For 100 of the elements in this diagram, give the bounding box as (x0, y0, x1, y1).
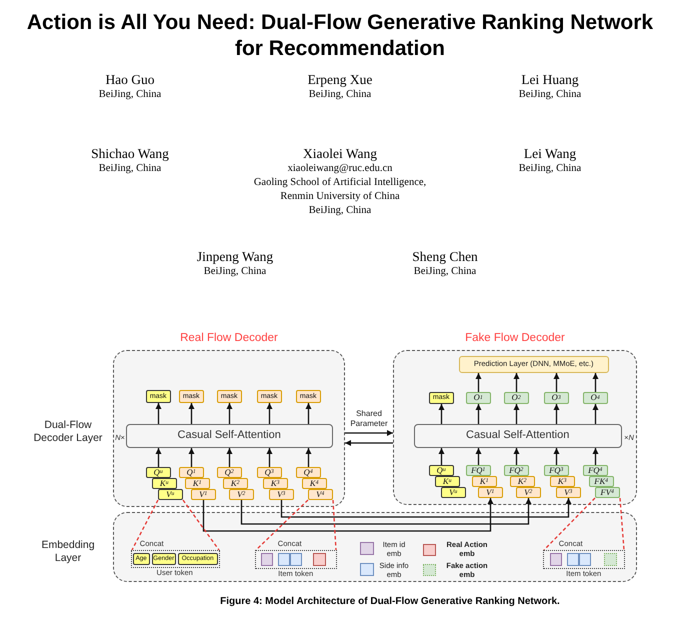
embedding-icon (290, 552, 302, 566)
arrow (592, 373, 598, 392)
arrow (592, 404, 598, 424)
key-token: FK$^{4}$ (588, 476, 614, 487)
region-title: Real Flow Decoder (180, 332, 278, 345)
arrow (240, 498, 532, 525)
output-token: O$^{2}$ (504, 392, 529, 404)
query-token: FQ$^{1}$ (466, 464, 491, 476)
query-token: FQ$^{3}$ (544, 464, 569, 476)
layer-label: Dual-Flow Decoder Layer (32, 419, 104, 444)
author-name: Shichao Wang (91, 145, 169, 162)
output-token: O$^{3}$ (544, 392, 569, 404)
author-name: Xiaolei Wang (302, 145, 378, 162)
key-token: K$^{2}$ (222, 478, 248, 489)
arrow (188, 448, 194, 467)
value-token: V$^{4}$ (308, 488, 333, 500)
value-token: V$^{2}$ (516, 486, 541, 498)
arrow (438, 448, 444, 465)
author-name: Sheng Chen (412, 248, 478, 265)
key-token: K$^{2}$ (510, 476, 535, 487)
arrow (266, 403, 272, 424)
author-location: BeiJing, China (414, 265, 476, 279)
arrow (156, 403, 162, 424)
query-token: Q$^{4}$ (296, 466, 321, 478)
arrow (514, 373, 520, 392)
arrow (345, 440, 393, 446)
arrow (554, 448, 560, 465)
author-location: BeiJing, China (518, 88, 582, 102)
value-token: V$^{2}$ (228, 488, 254, 500)
query-token: Q$^{1}$ (178, 466, 204, 478)
author-location: BeiJing, China (204, 265, 266, 279)
arrow (306, 448, 312, 467)
arrow (306, 403, 312, 424)
arrow (345, 430, 393, 436)
author-name: Hao Guo (105, 71, 155, 88)
query-token: Q$^{u}$ (146, 466, 171, 478)
key-token: K$^{3}$ (262, 478, 288, 489)
embedding-icon (566, 552, 579, 566)
email-address: xiaoleiwang@ruc.edu.cn (288, 162, 392, 176)
key-token: K$^{1}$ (184, 478, 210, 489)
arrow (438, 404, 444, 424)
arrow (266, 448, 272, 467)
author-location: BeiJing, China (518, 162, 582, 176)
layer-label: Embedding Layer (40, 539, 96, 564)
arrow (476, 404, 482, 424)
key-token: K$^{1}$ (472, 476, 497, 487)
arrow (554, 404, 560, 424)
author-name: Lei Huang (521, 71, 579, 88)
embedding-icon (312, 552, 326, 566)
query-token: FQ$^{2}$ (504, 464, 529, 476)
embedding-icon (578, 552, 591, 566)
value-token: V$^{u}$ (158, 488, 183, 500)
attention-block: Casual Self-Attention (414, 424, 622, 448)
paper-title: Action is All You Need: Dual-Flow Generative Ranking Network for Recommendation (26, 10, 654, 62)
embedding-icon (260, 552, 273, 566)
author-location: BeiJing, China (308, 88, 372, 102)
arrow (514, 404, 520, 424)
embedding-icon (278, 552, 290, 566)
query-token: Q$^{3}$ (256, 466, 282, 478)
query-token: Q$^{u}$ (428, 464, 454, 476)
arrow (226, 448, 232, 467)
embedding-region (113, 512, 637, 582)
value-token: V$^{u}$ (440, 486, 466, 498)
query-token: Q$^{2}$ (216, 466, 242, 478)
value-token: V$^{3}$ (556, 486, 581, 498)
value-token: V$^{3}$ (268, 488, 294, 500)
value-token: V$^{1}$ (190, 488, 216, 500)
region-title: Fake Flow Decoder (465, 332, 565, 345)
key-token: K$^{u}$ (434, 476, 460, 487)
key-token: K$^{4}$ (302, 478, 327, 489)
author-location: BeiJing, China (98, 88, 162, 102)
output-token: O$^{4}$ (582, 392, 608, 404)
arrow (554, 373, 560, 392)
dashed-line (543, 497, 625, 551)
key-token: K$^{3}$ (550, 476, 575, 487)
output-token: O$^{1}$ (466, 392, 491, 404)
embedding-icon (550, 552, 562, 566)
value-token: V$^{1}$ (478, 486, 503, 498)
dashed-line (255, 499, 337, 551)
arrow (202, 498, 494, 532)
key-token: K$^{u}$ (152, 478, 177, 489)
value-token: FV$^{4}$ (594, 486, 620, 498)
arrow (476, 373, 482, 392)
author-name: Lei Wang (524, 145, 576, 162)
arrow (514, 448, 520, 465)
arrow (226, 403, 232, 424)
figure-caption: Figure 4: Model Architecture of Dual-Flow Generative Ranking Network. (220, 596, 560, 608)
arrow (476, 448, 482, 465)
arrow (156, 448, 162, 467)
embedding-icon (604, 552, 617, 566)
arrow (188, 403, 194, 424)
author-name: Jinpeng Wang (196, 248, 274, 265)
arrow (592, 448, 598, 465)
author-location: BeiJing, China (308, 204, 372, 218)
author-name: Erpeng Xue (308, 71, 372, 88)
query-token: FQ$^{4}$ (582, 464, 608, 476)
attention-block: Casual Self-Attention (126, 424, 333, 448)
author-location: BeiJing, China (98, 162, 162, 176)
arrow (280, 498, 572, 518)
author-affiliation: Gaoling School of Artificial Intelligence, Renmin University of China (252, 176, 428, 204)
